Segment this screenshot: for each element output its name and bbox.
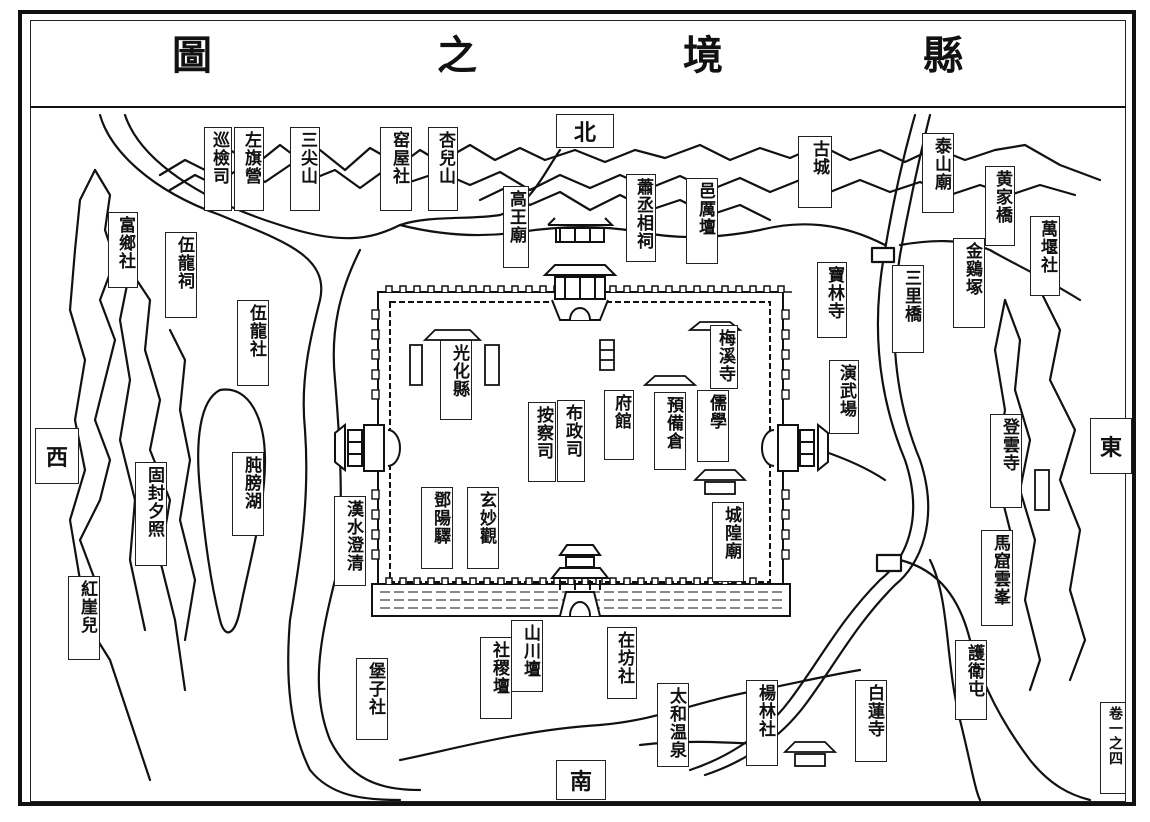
direction-west: 西	[35, 428, 79, 484]
label-jinjizhong: 金鷄塚	[953, 238, 985, 328]
label-hongyaer: 紅崖兒	[68, 576, 100, 660]
wall-side-merlons	[371, 309, 790, 560]
label-huangjiaqiao: 黄家橋	[985, 166, 1015, 246]
label-zaifangshe: 在坊社	[607, 627, 637, 699]
label-buzhengsi: 布政司	[557, 400, 585, 482]
label-makuyunfeng: 馬窟雲峯	[981, 530, 1013, 626]
label-guanghuaxian: 光化縣	[440, 340, 472, 420]
inner-border	[30, 20, 1126, 802]
label-taishanmiao: 泰山廟	[922, 133, 954, 213]
title-char-3: 境	[683, 32, 723, 79]
label-xingershan: 杏兒山	[428, 127, 458, 211]
west-cliffs-2	[128, 268, 187, 692]
title-char-4: 縣	[923, 32, 963, 79]
east-river	[688, 113, 917, 772]
label-yaowushe: 窑屋社	[380, 127, 412, 211]
label-dengyangyi: 鄧陽驛	[421, 487, 453, 569]
label-wanyanshe: 萬堰社	[1030, 216, 1060, 296]
east-gate-tower	[761, 422, 829, 473]
road-south	[398, 668, 862, 762]
label-sanjianshan: 三尖山	[290, 127, 320, 211]
direction-east: 東	[1090, 418, 1132, 474]
label-xuanmiaoguan: 玄妙觀	[467, 487, 499, 569]
label-shejitan: 社稷壇	[480, 637, 512, 719]
label-xiaochengxiangci: 蕭丞相祠	[626, 174, 656, 262]
label-fuguan: 府館	[604, 390, 634, 460]
west-gate-tower	[334, 422, 401, 473]
building-icons	[409, 321, 1050, 767]
label-wulongshe: 伍龍社	[237, 300, 269, 386]
label-baolinsi: 寶林寺	[817, 262, 847, 338]
title-band	[30, 20, 1126, 108]
label-anchasi: 按察司	[528, 402, 556, 482]
label-baozishe: 堡子社	[356, 658, 388, 740]
label-gucheng: 古城	[798, 136, 832, 208]
label-taihewenquan: 太和温泉	[657, 683, 689, 767]
bridge-south	[875, 553, 903, 573]
label-gaowangmiao: 高王廟	[503, 186, 529, 268]
label-meixisi: 梅溪寺	[710, 325, 738, 389]
label-fuxiangshe: 富鄉社	[108, 212, 138, 288]
label-chenghuangmiao: 城隍廟	[712, 502, 744, 582]
label-sanliqiao: 三里橋	[892, 265, 924, 353]
direction-south: 南	[556, 760, 606, 800]
han-river-west-bank	[98, 113, 402, 802]
label-yanwuchang: 演武場	[829, 360, 859, 434]
label-gufengxizhao: 固封夕照	[135, 462, 167, 566]
label-hanshuidengqing: 漢水澄清	[334, 496, 366, 586]
label-dengyunsi: 登雲寺	[990, 414, 1022, 508]
label-wulongci: 伍龍祠	[165, 232, 197, 318]
label-yubeicang: 預備倉	[654, 392, 686, 470]
label-zuoqiying: 左旗營	[234, 127, 264, 211]
label-bailiansi: 白蓮寺	[855, 680, 887, 762]
south-gate-tower	[549, 544, 611, 617]
title-char-2: 之	[437, 32, 477, 79]
title-char-1: 圖	[172, 32, 212, 79]
bridge-north	[870, 246, 896, 264]
outer-border	[18, 10, 1136, 806]
label-xunjiansi: 巡檢司	[204, 127, 232, 211]
label-yanglinshe: 楊林社	[746, 680, 778, 766]
label-yilitan: 邑厲壇	[686, 178, 718, 264]
label-huweitun: 護衛屯	[955, 640, 987, 720]
direction-north: 北	[556, 114, 614, 148]
label-ruxue: 儒學	[697, 390, 729, 462]
page-marker: 卷一之四	[1100, 702, 1126, 794]
north-gate-tower	[542, 217, 618, 321]
lake-outline	[197, 388, 267, 634]
label-shanchuantan: 山川壇	[511, 620, 543, 692]
label-zhunpanghu: 肫膀湖	[232, 452, 264, 536]
